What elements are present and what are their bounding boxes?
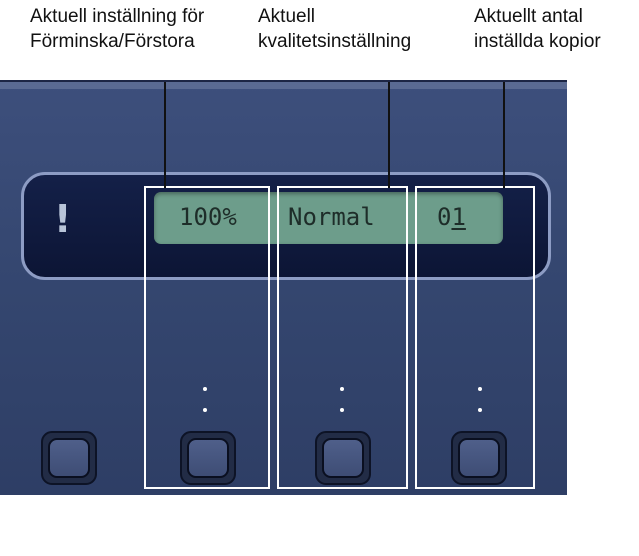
callout-enlarge-setting: Aktuell inställning för Förminska/Försto… <box>30 6 205 52</box>
lcd-copies-cursor-digit: 1 <box>451 203 466 231</box>
enlarge-reduce-label-line1: Enlarge / <box>164 505 250 528</box>
panel-edge <box>0 80 567 89</box>
number-of-copies-label-line1: Number <box>438 505 514 528</box>
copy-quality-label-line2: Quality <box>309 531 375 554</box>
enlarge-reduce-label-line2: Reduce <box>170 531 244 554</box>
highlight-copies-column <box>415 186 535 489</box>
highlight-enlarge-column <box>144 186 270 489</box>
copy-quality-button[interactable] <box>315 431 371 485</box>
enlarge-reduce-button[interactable] <box>180 431 236 485</box>
lcd-copies-value: 01 <box>437 203 466 231</box>
copy-quality-label: Copy Quality <box>277 504 407 556</box>
lcd-enlarge-value: 100% <box>179 203 237 231</box>
control-panel: ! 100% Normal 01 Copy Options Enlarge / … <box>0 80 567 554</box>
copy-options-label: Copy Options <box>10 504 140 556</box>
number-of-copies-button[interactable] <box>451 431 507 485</box>
callout-leader-line <box>164 82 166 188</box>
key-cap <box>187 438 229 478</box>
highlight-quality-column <box>277 186 408 489</box>
number-of-copies-label-line2: of Copies <box>431 531 521 554</box>
separator-dots <box>202 387 208 419</box>
lcd-copies-lead-digit: 0 <box>437 203 452 231</box>
lcd-screen: 100% Normal 01 <box>154 192 503 244</box>
exclamation-icon: ! <box>54 197 72 241</box>
key-cap <box>458 438 500 478</box>
copy-options-button[interactable] <box>41 431 97 485</box>
callout-leader-line <box>388 82 390 188</box>
callout-quality-setting: Aktuell kvalitetsinställning <box>258 6 412 52</box>
separator-dots <box>339 387 345 419</box>
enlarge-reduce-label: Enlarge / Reduce <box>142 504 272 556</box>
lcd-display-frame: ! 100% Normal 01 <box>21 172 551 280</box>
key-cap <box>48 438 90 478</box>
callout-copies-setting: Aktuellt antal inställda kopior <box>474 6 601 52</box>
number-of-copies-label: Number of Copies <box>414 504 538 556</box>
copy-options-label-line1: Copy <box>50 505 100 528</box>
copy-options-label-line2: Options <box>38 531 112 554</box>
separator-dots <box>477 387 483 419</box>
copy-quality-label-line1: Copy <box>317 505 367 528</box>
callout-leader-line <box>503 82 505 188</box>
key-cap <box>322 438 364 478</box>
lcd-quality-value: Normal <box>288 203 375 231</box>
